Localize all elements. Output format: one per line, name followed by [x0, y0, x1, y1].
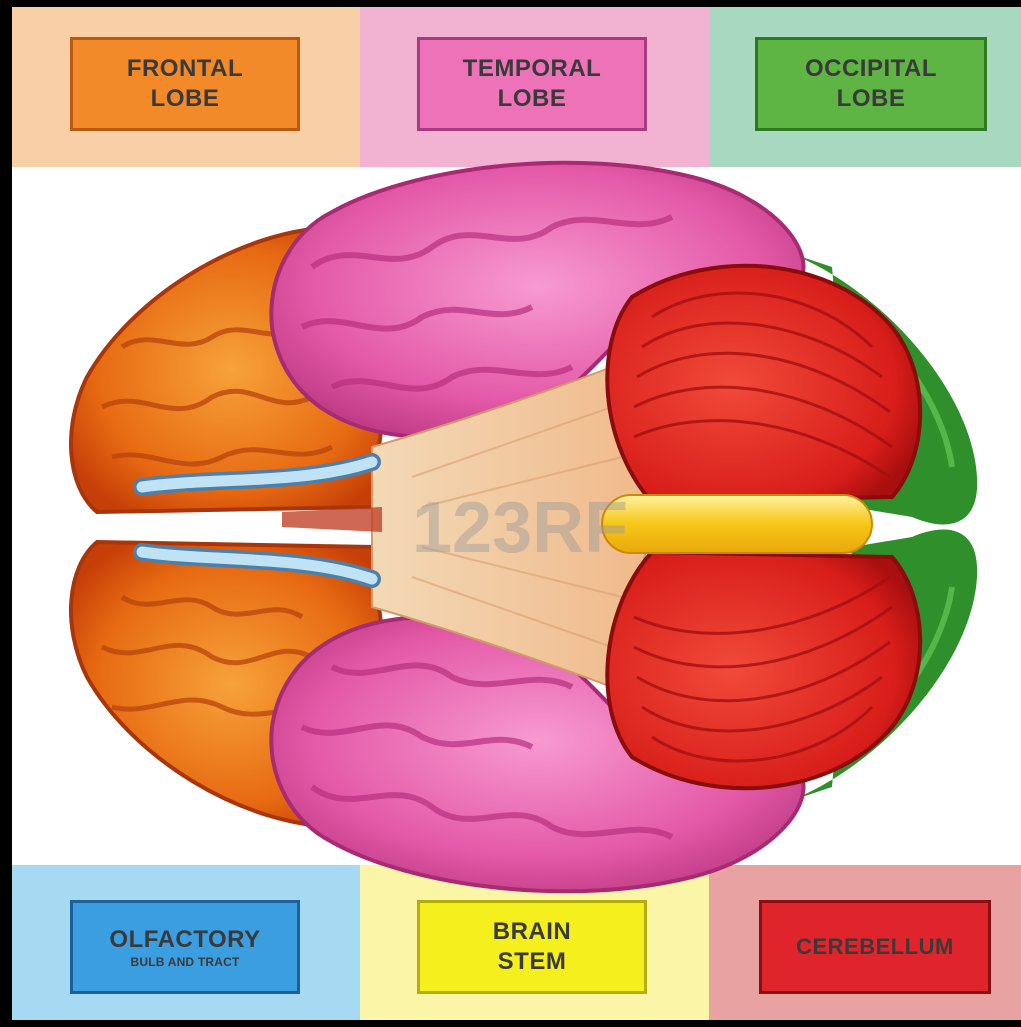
frontal-label-line1: FRONTAL	[127, 54, 243, 84]
diagram-canvas: 123RF FRONTAL LOBE TEMPORAL LOBE OCCIPIT…	[12, 7, 1021, 1020]
brainstem-label-line1: BRAIN	[493, 917, 572, 947]
watermark: 123RF	[412, 488, 628, 568]
frontal-lobe-label: FRONTAL LOBE	[70, 37, 300, 131]
brain-illustration: 123RF	[12, 7, 1021, 1020]
occipital-label-line1: OCCIPITAL	[805, 54, 937, 84]
occipital-lobe-label: OCCIPITAL LOBE	[755, 37, 987, 131]
spinal-cord	[602, 495, 872, 553]
olfactory-label-line2: BULB AND TRACT	[130, 955, 239, 970]
temporal-label-line2: LOBE	[498, 84, 567, 114]
temporal-lobe-label: TEMPORAL LOBE	[417, 37, 647, 131]
olfactory-label: OLFACTORY BULB AND TRACT	[70, 900, 300, 994]
occipital-label-line2: LOBE	[837, 84, 906, 114]
frontal-label-line2: LOBE	[151, 84, 220, 114]
temporal-label-line1: TEMPORAL	[463, 54, 602, 84]
olfactory-label-line1: OLFACTORY	[109, 925, 260, 955]
brainstem-label-line2: STEM	[498, 947, 567, 977]
cerebellum-label-line1: CEREBELLUM	[796, 933, 954, 961]
cerebellum-label: CEREBELLUM	[759, 900, 991, 994]
brainstem-label: BRAIN STEM	[417, 900, 647, 994]
